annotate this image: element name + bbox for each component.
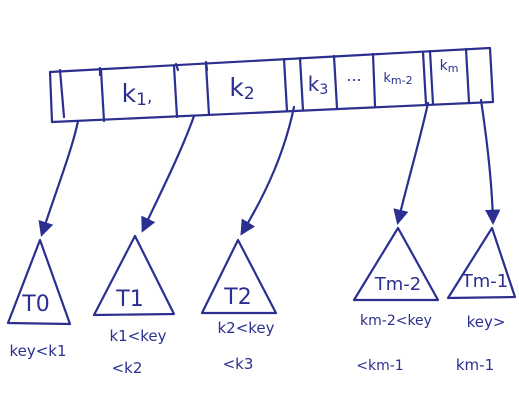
node-outline <box>48 46 495 124</box>
subtree-triangle <box>446 226 517 300</box>
node-key-1-subscript: 1 <box>136 90 147 110</box>
subtree-t0: T0 key<k1 <box>6 238 72 360</box>
pointer-stub <box>174 62 180 72</box>
subtree-name: T0 <box>21 292 49 317</box>
subtree-key-range-line-2: <k3 <box>223 355 254 373</box>
subtree-key-range-line-2: <k2 <box>112 359 143 377</box>
subtree-key-range-line-1: k2<key <box>217 319 274 337</box>
pointer-arrow-t2 <box>240 105 296 236</box>
subtree-key-range-line-1: key> <box>467 313 506 331</box>
subtree-key-range-line-1: key<k1 <box>9 342 66 360</box>
node-divider <box>172 64 179 119</box>
b-tree-node: k1, k2 k3 ... km-2 km <box>48 46 495 124</box>
node-divider <box>371 52 377 108</box>
node-key-k1: k1, <box>122 79 153 110</box>
node-divider <box>464 47 471 104</box>
subtree-key-range-line-1: km-2<key <box>360 313 432 329</box>
subtree-name: Tm-1 <box>461 271 508 292</box>
subtree-triangle <box>352 226 440 302</box>
pointer-arrow-t1 <box>141 114 196 233</box>
child-pointers <box>38 98 501 237</box>
subtree-tm-1: Tm-1 key> km-1 <box>446 226 517 374</box>
subtree-name: Tm-2 <box>374 274 421 295</box>
node-divider <box>298 56 305 112</box>
pointer-stub <box>58 68 66 119</box>
subtree-name: T1 <box>115 287 143 312</box>
node-divider <box>99 68 106 123</box>
node-key-ellipsis: ... <box>346 66 361 85</box>
node-divider <box>282 57 289 113</box>
subtree-triangle <box>200 238 278 315</box>
subtree-key-range-line-2: <km-1 <box>356 358 403 374</box>
node-key-k3: k3 <box>308 72 329 98</box>
node-divider <box>332 54 339 110</box>
node-key-km-2: km-2 <box>383 71 412 87</box>
node-key-k2: k2 <box>229 73 254 104</box>
subtree-key-range-line-1: k1<key <box>109 327 166 345</box>
subtree-t2: T2 k2<key <k3 <box>200 238 278 373</box>
node-divider <box>421 50 428 106</box>
pointer-arrow-tm-1 <box>479 98 501 226</box>
subtree-triangle <box>92 234 176 317</box>
subtree-name: T2 <box>223 285 251 310</box>
pointer-arrow-t0 <box>38 119 80 237</box>
node-divider <box>428 49 435 106</box>
subtree-t1: T1 k1<key <k2 <box>92 234 176 377</box>
node-divider <box>204 62 211 117</box>
subtree-key-range-line-2: km-1 <box>456 356 494 374</box>
subtree-triangle <box>6 238 72 326</box>
node-key-km: km <box>440 58 459 75</box>
pointer-arrow-tm-2 <box>393 101 430 225</box>
subtree-tm-2: Tm-2 km-2<key <km-1 <box>352 226 440 374</box>
pointer-stub <box>204 60 209 72</box>
